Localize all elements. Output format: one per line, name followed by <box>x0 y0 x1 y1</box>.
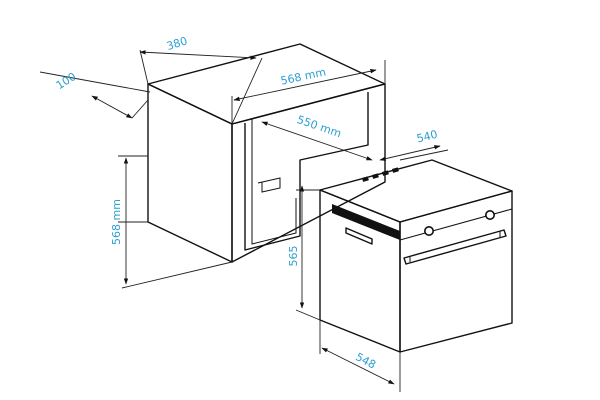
cabinet-top-face <box>147 43 386 125</box>
oven-door-handle <box>403 229 507 265</box>
oven <box>319 159 513 353</box>
oven-side-handle <box>345 227 373 245</box>
dim-line-550 <box>261 121 373 161</box>
cabinet-niche-ledge <box>257 177 281 193</box>
label-380: 380 <box>165 34 189 53</box>
label-565: 565 <box>287 246 300 267</box>
label-540: 540 <box>415 128 439 146</box>
right-knob-icon <box>484 210 495 221</box>
label-568-height: 568 mm <box>110 199 123 245</box>
dim-line-548 <box>321 347 395 385</box>
dim-line-100 <box>91 95 133 119</box>
oven-front-face <box>399 190 513 353</box>
cabinet-left-face <box>147 83 233 263</box>
oven-control-panel-line <box>399 208 513 241</box>
label-568-width: 568 mm <box>279 65 327 87</box>
oven-side-face <box>319 189 401 353</box>
dim-line-568-width <box>233 69 377 101</box>
oven-vent-strip <box>332 204 400 240</box>
label-100: 100 <box>54 70 79 92</box>
dim-line-540 <box>379 145 441 161</box>
left-knob-icon <box>423 226 434 237</box>
oven-top-vents-icon <box>362 167 399 182</box>
label-548: 548 <box>353 350 378 371</box>
dimension-lines <box>39 49 449 392</box>
cabinet-niche-inner <box>251 119 297 245</box>
dim-line-380 <box>139 50 257 60</box>
